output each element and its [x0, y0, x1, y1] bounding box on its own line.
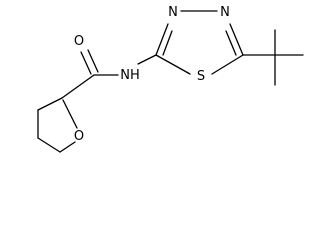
atom-label-carbonyl-oxygen: O — [74, 34, 84, 49]
bond-c2-c3 — [37, 97, 63, 111]
tert-butyl-group — [242, 29, 304, 86]
tetrahydrofuran-ring — [37, 97, 78, 153]
thiadiazole-ring — [155, 10, 244, 75]
bond-carbonyl-o-1 — [80, 51, 92, 75]
bond-s1-c2 — [155, 54, 191, 75]
bond-n-ring — [137, 54, 157, 65]
structure-canvas: O NH N N S O — [37, 5, 304, 153]
bond-c2-n3-inner — [162, 30, 173, 56]
atom-label-thiadiazole-n3: N — [168, 5, 178, 20]
bond-c4-c5 — [37, 137, 61, 153]
bond-carbonyl-o-2 — [87, 49, 99, 73]
bond-c5-o1 — [59, 141, 76, 153]
amide-group — [61, 49, 157, 99]
atom-labels: O NH N N S O — [74, 5, 230, 144]
bond-n4-c5-inner — [225, 30, 237, 56]
atom-label-amide-nitrogen: NH — [120, 68, 140, 83]
bond-c5-s1 — [211, 54, 244, 75]
atom-label-thiadiazole-sulfur: S — [197, 69, 205, 84]
atom-label-ring-oxygen: O — [74, 129, 84, 144]
molecule-drawing: O NH N N S O — [37, 5, 304, 153]
bond-n4-c5-outer — [229, 23, 244, 56]
bond-o1-c2 — [62, 99, 78, 129]
atom-label-thiadiazole-n4: N — [220, 5, 230, 20]
bond-c2-n3-outer — [155, 23, 169, 56]
bond-c2-carbonyl — [61, 74, 95, 99]
